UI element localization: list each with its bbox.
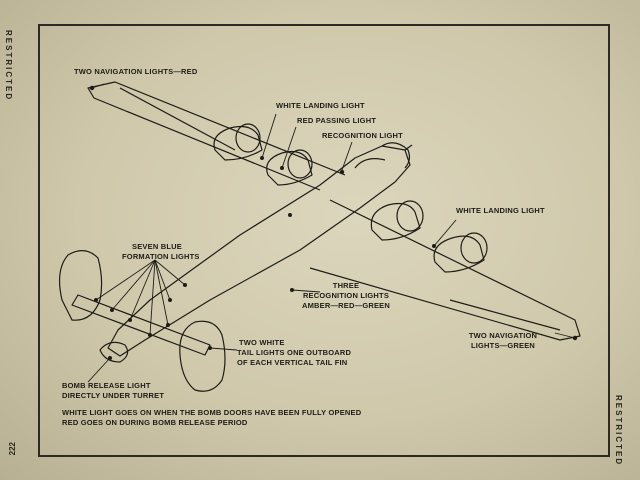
tail-turret [99,341,129,363]
three-recog-line1: THREE [332,281,360,290]
label-bomb-light-note: WHITE LIGHT GOES ON WHEN THE BOMB DOORS … [62,408,361,428]
page-frame [38,24,610,457]
cockpit [354,158,386,169]
right-wing [309,199,581,341]
label-nav-lights-green: TWO NAVIGATION LIGHTS—GREEN [448,331,558,351]
restricted-left-margin: RESTRICTED [4,30,13,102]
tail-line1: TWO WHITE [239,338,285,347]
label-bomb-release-light: BOMB RELEASE LIGHT DIRECTLY UNDER TURRET [62,381,164,401]
seven-blue-line2: FORMATION LIGHTS [122,252,200,261]
right-tail-fin [179,320,226,392]
engine-nacelle-3 [370,200,424,241]
three-recog-line2: RECOGNITION LIGHTS [302,291,390,300]
tail-line2: TAIL LIGHTS ONE OUTBOARD [237,348,352,357]
nav-green-line1: TWO NAVIGATION [468,331,538,340]
nav-green-line2: LIGHTS—GREEN [470,341,536,350]
engine-nacelle-1 [213,123,263,161]
label-white-landing-light-left: WHITE LANDING LIGHT [276,101,365,110]
label-nav-lights-red: TWO NAVIGATION LIGHTS—RED [74,67,198,76]
restricted-right-margin: RESTRICTED [614,395,623,467]
tail-line3: OF EACH VERTICAL TAIL FIN [237,358,348,367]
note-line1: WHITE LIGHT GOES ON WHEN THE BOMB DOORS … [62,408,362,417]
seven-blue-line1: SEVEN BLUE [132,242,182,251]
label-three-recognition-lights: THREE RECOGNITION LIGHTS AMBER—RED—GREEN [296,281,396,311]
note-line2: RED GOES ON DURING BOMB RELEASE PERIOD [62,418,248,427]
engine-nacelle-2 [266,149,313,186]
three-recog-line3: AMBER—RED—GREEN [301,301,390,310]
bomb-line2: DIRECTLY UNDER TURRET [62,391,165,400]
label-recognition-light: RECOGNITION LIGHT [322,131,403,140]
nose-section [381,142,411,169]
bomb-line1: BOMB RELEASE LIGHT [62,381,151,390]
label-seven-blue-formation-lights: SEVEN BLUE FORMATION LIGHTS [122,242,200,262]
label-white-landing-light-right: WHITE LANDING LIGHT [456,206,545,215]
engine-nacelle-4 [433,232,488,273]
label-red-passing-light: RED PASSING LIGHT [297,116,377,125]
label-tail-lights: TWO WHITE TAIL LIGHTS ONE OUTBOARD OF EA… [237,338,351,368]
left-tail-fin [58,250,103,321]
left-wing [87,81,346,191]
horizontal-stabilizer [71,294,211,356]
